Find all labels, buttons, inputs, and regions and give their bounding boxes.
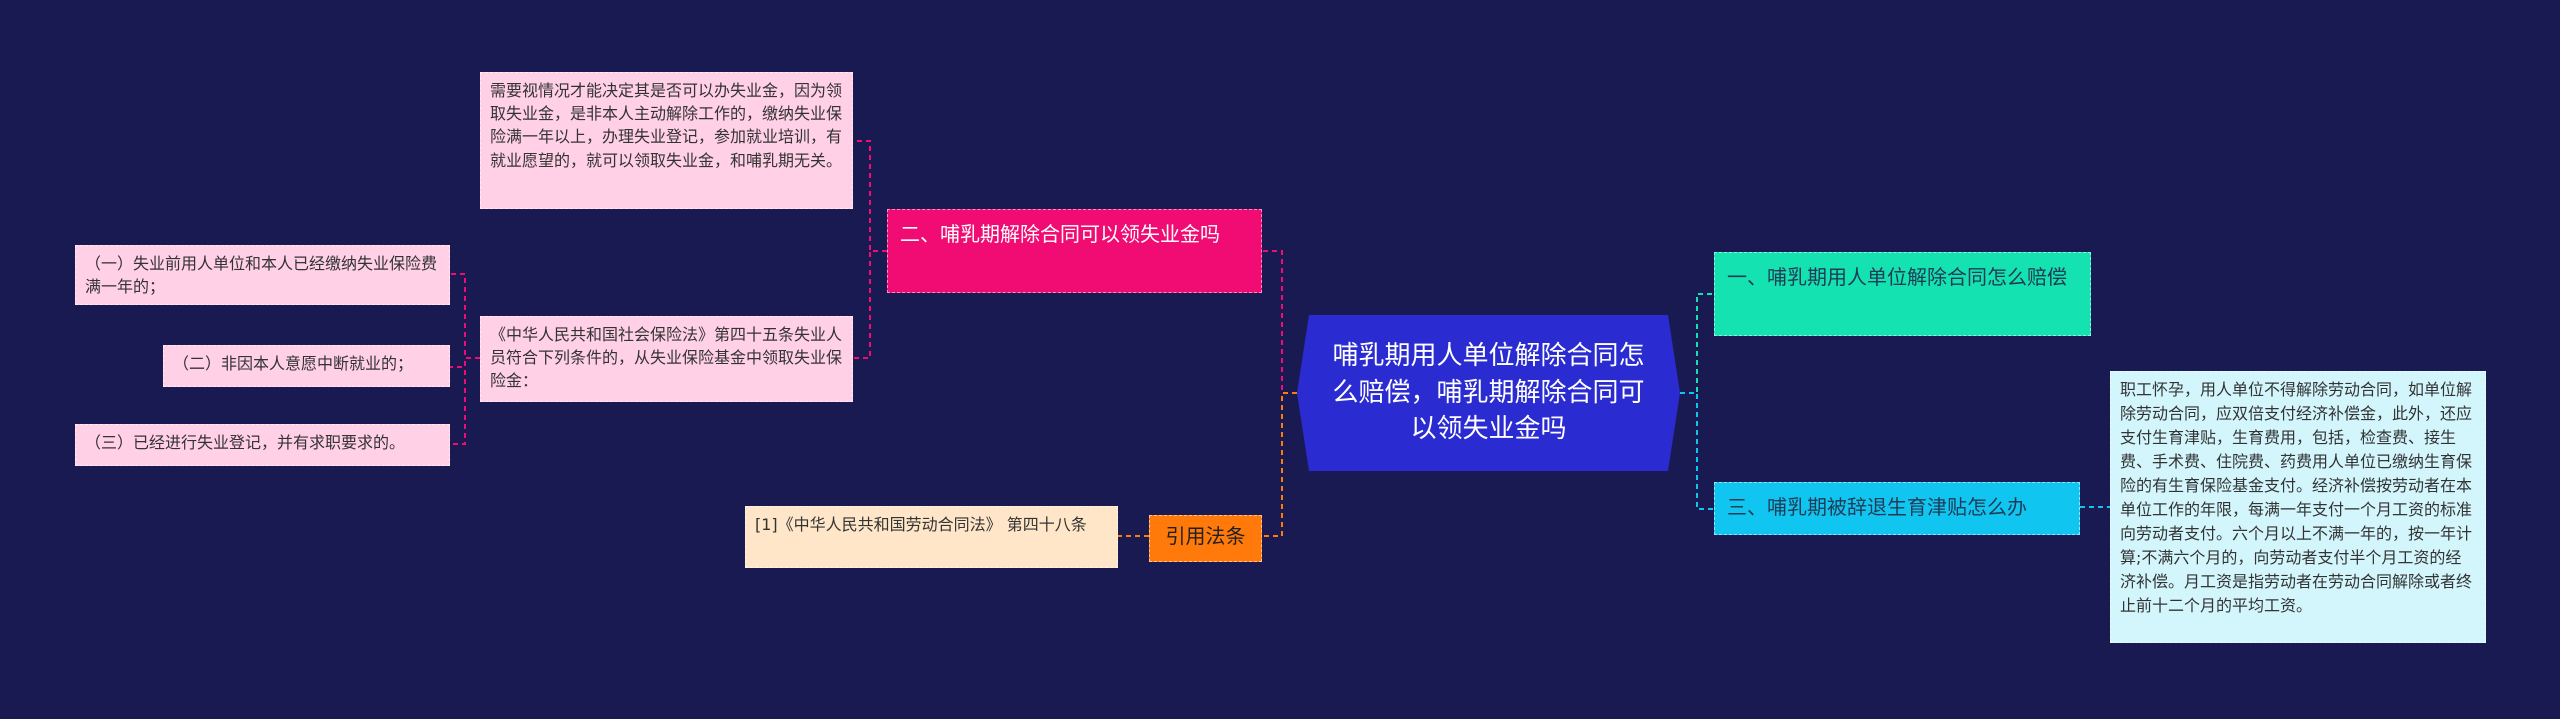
branch-unemployment-benefit-text: 二、哺乳期解除合同可以领失业金吗 <box>900 222 1220 246</box>
link-root-ref <box>1262 392 1297 537</box>
link-root-b1 <box>1680 293 1714 394</box>
branch-maternity-allowance-text: 三、哺乳期被辞退生育津贴怎么办 <box>1727 495 2027 519</box>
branch-compensation[interactable]: 一、哺乳期用人单位解除合同怎么赔偿 <box>1714 252 2091 336</box>
link-b2-law <box>853 250 887 359</box>
branch-maternity-allowance[interactable]: 三、哺乳期被辞退生育津贴怎么办 <box>1714 482 2080 535</box>
branch-cited-law[interactable]: 引用法条 <box>1149 515 1262 562</box>
branch-unemployment-benefit[interactable]: 二、哺乳期解除合同可以领失业金吗 <box>887 209 1262 293</box>
link-root-b2 <box>1262 250 1297 394</box>
link-b2-note <box>853 140 887 252</box>
root-topic-text: 哺乳期用人单位解除合同怎么赔偿，哺乳期解除合同可以领失业金吗 <box>1332 340 1645 445</box>
leaf-maternity-compensation[interactable]: 职工怀孕，用人单位不得解除劳动合同，如单位解除劳动合同，应双倍支付经济补偿金，此… <box>2110 371 2486 643</box>
leaf-social-insurance-law[interactable]: 《中华人民共和国社会保险法》第四十五条失业人员符合下列条件的，从失业保险基金中领… <box>480 316 853 402</box>
leaf-condition-2-text: （二）非因本人意愿中断就业的； <box>173 354 414 373</box>
branch-cited-law-text: 引用法条 <box>1165 524 1246 548</box>
link-root-b3 <box>1680 392 1714 510</box>
leaf-condition-1[interactable]: （一）失业前用人单位和本人已经缴纳失业保险费满一年的； <box>75 245 450 305</box>
branch-compensation-text: 一、哺乳期用人单位解除合同怎么赔偿 <box>1727 265 2067 289</box>
leaf-condition-1-text: （一）失业前用人单位和本人已经缴纳失业保险费满一年的； <box>85 254 438 297</box>
leaf-condition-2[interactable]: （二）非因本人意愿中断就业的； <box>163 345 450 387</box>
link-law-cond3 <box>450 357 480 445</box>
leaf-labor-contract-law[interactable]: [1]《中华人民共和国劳动合同法》 第四十八条 <box>745 506 1118 568</box>
leaf-maternity-compensation-text: 职工怀孕，用人单位不得解除劳动合同，如单位解除劳动合同，应双倍支付经济补偿金，此… <box>2120 380 2473 615</box>
leaf-condition-3-text: （三）已经进行失业登记，并有求职要求的。 <box>85 433 406 452</box>
link-law-cond1 <box>450 273 480 359</box>
leaf-labor-contract-law-text: [1]《中华人民共和国劳动合同法》 第四十八条 <box>755 515 1087 534</box>
root-topic[interactable]: 哺乳期用人单位解除合同怎么赔偿，哺乳期解除合同可以领失业金吗 <box>1297 315 1680 471</box>
leaf-condition-3[interactable]: （三）已经进行失业登记，并有求职要求的。 <box>75 424 450 466</box>
leaf-unemployment-explanation[interactable]: 需要视情况才能决定其是否可以办失业金，因为领取失业金，是非本人主动解除工作的，缴… <box>480 72 853 209</box>
leaf-unemployment-explanation-text: 需要视情况才能决定其是否可以办失业金，因为领取失业金，是非本人主动解除工作的，缴… <box>490 81 843 170</box>
leaf-social-insurance-law-text: 《中华人民共和国社会保险法》第四十五条失业人员符合下列条件的，从失业保险基金中领… <box>490 325 843 391</box>
